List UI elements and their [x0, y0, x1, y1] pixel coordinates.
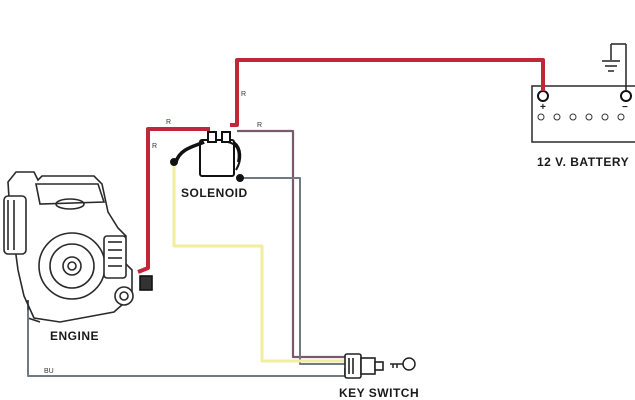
wire-code-r4: R [257, 122, 262, 129]
red-starter-cable [137, 127, 210, 274]
solenoid-label: SOLENOID [181, 186, 248, 200]
key-switch-label: KEY SWITCH [339, 386, 419, 400]
red-battery-cable [230, 58, 545, 127]
battery: + − [531, 85, 635, 143]
wire-code-r3: R [152, 143, 157, 150]
wire-code-r1: R [241, 91, 246, 98]
purple-wire [237, 129, 345, 359]
battery-negative-sign: − [622, 102, 628, 113]
gray-wire [237, 177, 345, 365]
battery-positive-terminal [537, 90, 549, 102]
engine [3, 171, 153, 323]
ground-symbol [602, 43, 627, 91]
engine-label: ENGINE [50, 329, 99, 343]
battery-cells [537, 113, 625, 121]
yellow-wire [172, 160, 345, 363]
battery-negative-terminal [620, 90, 632, 102]
wire-code-bu: BU [44, 368, 54, 375]
key-switch [344, 353, 384, 379]
battery-positive-sign: + [540, 102, 546, 113]
solenoid [170, 131, 244, 182]
wire-code-r2: R [166, 119, 171, 126]
key-icon [390, 357, 416, 371]
battery-label: 12 V. BATTERY [537, 155, 629, 169]
